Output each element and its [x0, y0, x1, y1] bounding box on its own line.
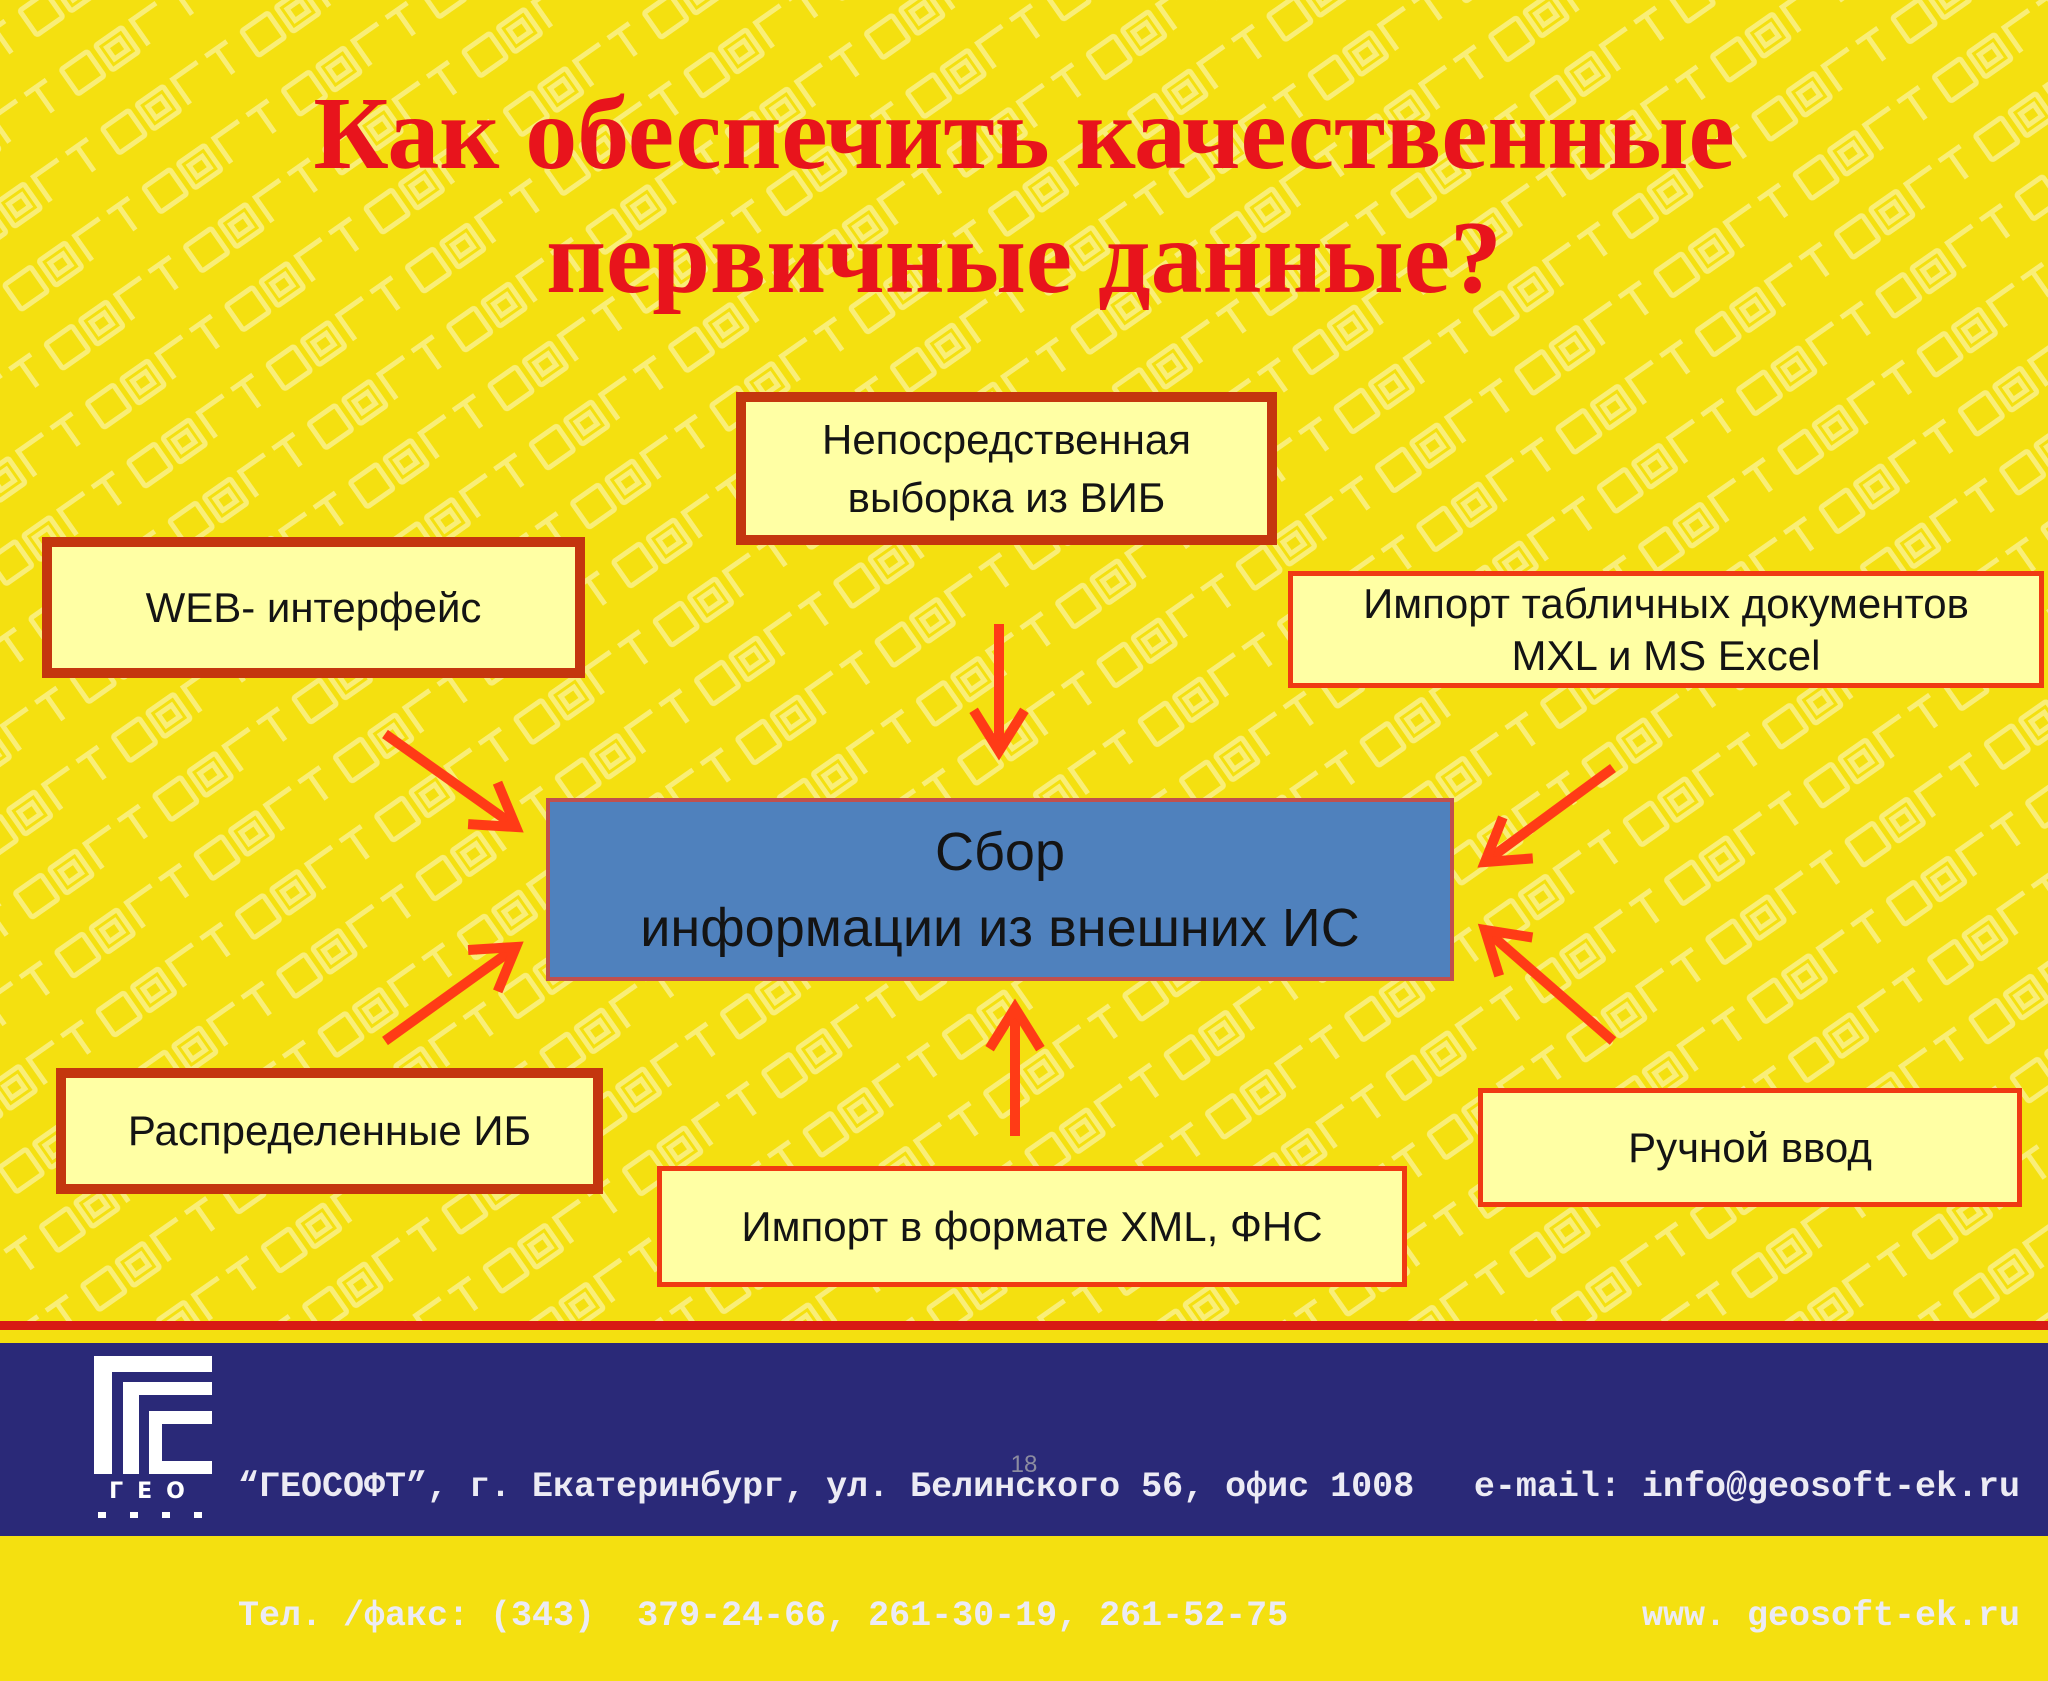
- slide-title-line-2: первичные данные?: [546, 200, 1502, 315]
- source-box-label: Распределенные ИБ: [127, 1107, 532, 1154]
- slide-title: Как обеспечить качественные первичные да…: [0, 72, 2048, 320]
- footer-company-line: “ГЕОСОФТ”, г. Екатеринбург, ул. Белинско…: [238, 1467, 1415, 1507]
- footer-phone-line: Тел. /факс: (343) 379-24-66, 261-30-19, …: [238, 1596, 1289, 1636]
- source-box-label-line: MXL и MS Excel: [1511, 631, 1821, 679]
- footer-red-rule: [0, 1321, 2048, 1330]
- geosoft-logo-icon: ГЕО: [94, 1356, 212, 1518]
- source-box-distributed-ib: Распределенные ИБ: [56, 1068, 603, 1194]
- source-box-label-line: выборка из ВИБ: [847, 473, 1166, 521]
- footer-contact-online: e-mail: info@geosoft-ek.ru www. geosoft-…: [1474, 1380, 2020, 1681]
- source-box-label-line: Импорт табличных документов: [1363, 579, 1969, 627]
- source-box-label: WEB- интерфейс: [145, 583, 482, 631]
- footer-yellow-strip: [0, 1330, 2048, 1343]
- center-box-label-line-2: информации из внешних ИС: [640, 897, 1360, 958]
- center-box-label-line-1: Сбор: [935, 821, 1065, 882]
- footer-band: [0, 1343, 2048, 1536]
- footer-contact-address: “ГЕОСОФТ”, г. Екатеринбург, ул. Белинско…: [238, 1380, 1414, 1681]
- footer-email-line: e-mail: info@geosoft-ek.ru: [1473, 1467, 2020, 1507]
- source-box-direct-selection: Непосредственная выборка из ВИБ: [736, 392, 1277, 545]
- source-box-web-interface: WEB- интерфейс: [42, 537, 585, 678]
- slide-title-line-1: Как обеспечить качественные: [313, 76, 1735, 191]
- source-box-label: Ручной ввод: [1628, 1123, 1872, 1171]
- source-box-label: Импорт в формате XML, ФНС: [741, 1202, 1323, 1250]
- page-number: 18: [1010, 1451, 1038, 1478]
- source-box-xml-import: Импорт в формате XML, ФНС: [657, 1166, 1407, 1287]
- logo-lettering: ГЕО: [109, 1479, 199, 1504]
- source-box-manual-input: Ручной ввод: [1478, 1088, 2022, 1207]
- center-box-data-collection: Сбор информации из внешних ИС: [546, 798, 1454, 981]
- source-box-label-line: Непосредственная: [821, 415, 1192, 463]
- footer-web-line: www. geosoft-ek.ru: [1641, 1596, 2020, 1636]
- source-box-table-import: Импорт табличных документов MXL и MS Exc…: [1288, 571, 2044, 688]
